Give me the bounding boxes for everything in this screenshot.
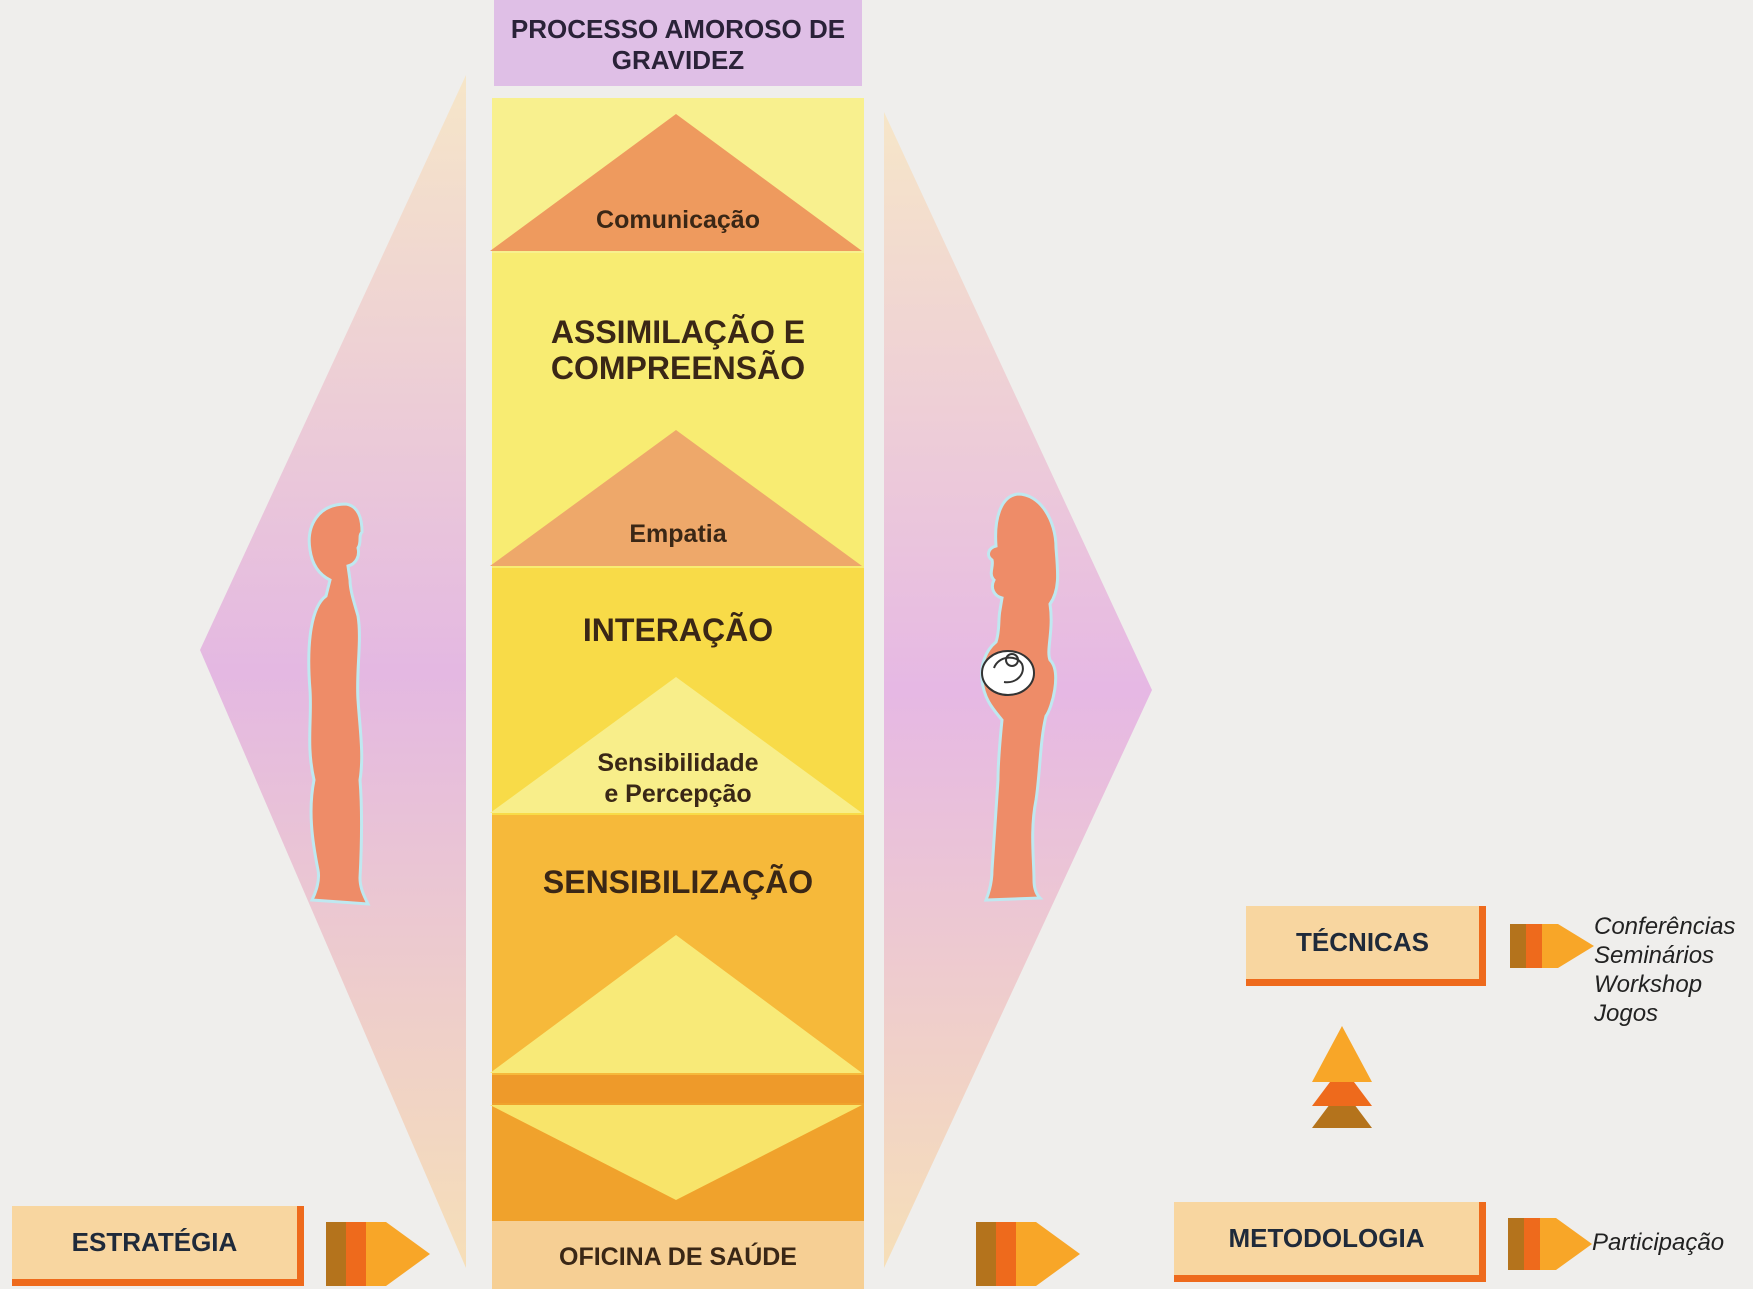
estrategia-box: ESTRATÉGIA	[12, 1206, 304, 1286]
band-stripe	[492, 1075, 864, 1103]
tecnicas-arrow-icon	[1510, 924, 1594, 968]
upward-arrow-icon	[1312, 1026, 1372, 1128]
label-sensibilizacao: SENSIBILIZAÇÃO	[492, 864, 864, 901]
label-interacao: INTERAÇÃO	[492, 612, 864, 649]
tecnicas-item: Jogos	[1594, 999, 1735, 1028]
label-sensibilidade: Sensibilidade e Percepção	[492, 748, 864, 810]
tecnicas-box: TÉCNICAS	[1246, 906, 1486, 986]
label-comunicacao: Comunicação	[492, 206, 864, 235]
tecnicas-list: Conferências Seminários Workshop Jogos	[1594, 912, 1735, 1028]
metodologia-item: Participação	[1592, 1228, 1724, 1257]
tecnicas-item: Conferências	[1594, 912, 1735, 941]
metodologia-box: METODOLOGIA	[1174, 1202, 1486, 1282]
estrategia-arrow-icon	[326, 1222, 430, 1286]
diagram-title: PROCESSO AMOROSO DE GRAVIDEZ	[494, 14, 862, 76]
label-oficina: OFICINA DE SAÚDE	[492, 1243, 864, 1272]
label-assimilacao: ASSIMILAÇÃO E COMPREENSÃO	[492, 314, 864, 386]
label-empatia: Empatia	[492, 520, 864, 549]
metodologia-arrow-icon	[1508, 1218, 1592, 1270]
oficina-arrow-icon	[976, 1222, 1080, 1286]
tecnicas-item: Workshop	[1594, 970, 1735, 999]
tecnicas-item: Seminários	[1594, 941, 1735, 970]
